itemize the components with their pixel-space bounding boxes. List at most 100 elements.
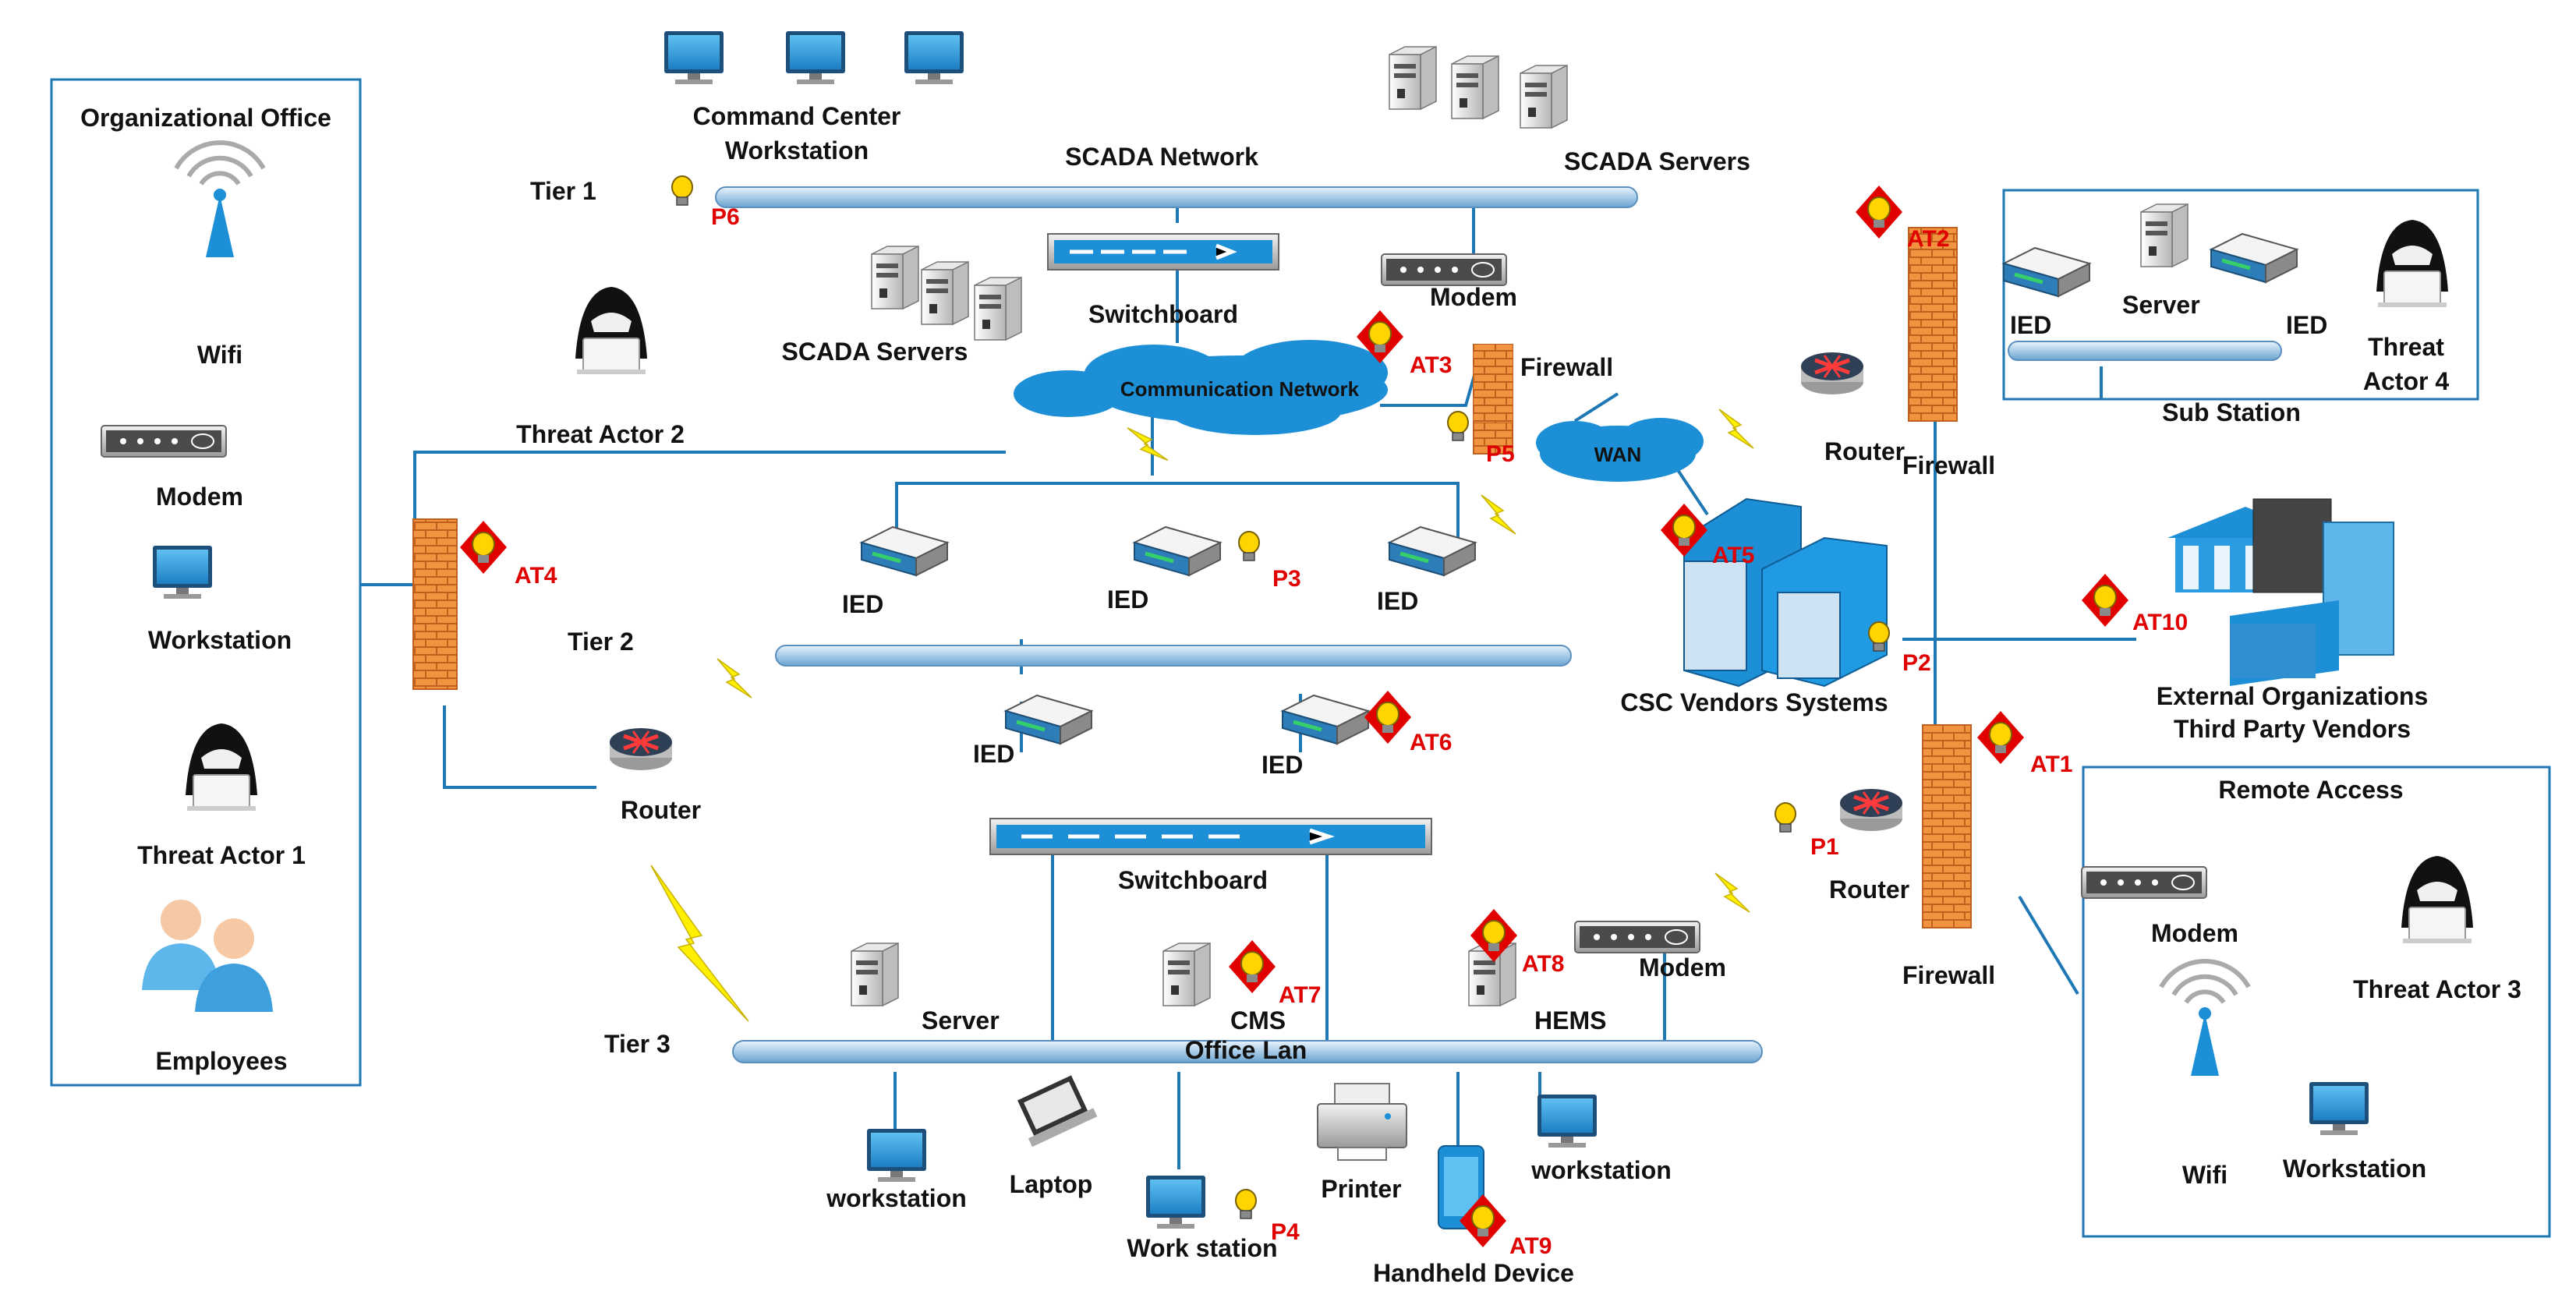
threat-actor-4-label-1: Threat (2368, 333, 2444, 361)
wireless-link-icon (1718, 408, 1754, 449)
server-icon (2140, 203, 2189, 267)
workstation-icon (867, 1129, 926, 1182)
command-center-monitor-icon (904, 31, 964, 84)
workstation-icon (1537, 1095, 1597, 1148)
workstation-icon (2309, 1082, 2369, 1135)
threat-actor-1-label: Threat Actor 1 (137, 841, 306, 869)
at6-tag: AT6 (1410, 730, 1452, 755)
p4-bulb-icon (1235, 1189, 1257, 1219)
p6-tag: P6 (711, 204, 740, 230)
scada-server-icon (1389, 46, 1437, 110)
router-icon (1840, 789, 1902, 831)
tier2-ied-c-label: IED (1377, 587, 1418, 615)
ied-icon (1006, 695, 1092, 744)
at2-alert-icon (1855, 185, 1903, 239)
scada-server-icon (871, 246, 919, 309)
at8-tag: AT8 (1522, 951, 1564, 977)
p1-tag: P1 (1810, 834, 1839, 860)
threat-actor-2-icon (575, 286, 648, 375)
p4-tag: P4 (1271, 1219, 1300, 1245)
tier-1-label: Tier 1 (530, 177, 596, 205)
firewall-icon (1922, 724, 1972, 928)
remote-workstation-label: Workstation (2283, 1155, 2426, 1183)
threat-actor-1-icon (185, 723, 258, 812)
substation-ied2-label: IED (2286, 311, 2327, 339)
tier3-cms-label: CMS (1230, 1006, 1286, 1035)
p1-bulb-icon (1775, 802, 1796, 833)
scada-servers-mid-label: SCADA Servers (782, 338, 968, 366)
office-lan-bus (732, 1040, 1763, 1063)
p3-bulb-icon (1238, 531, 1260, 561)
tier3-workstation-b-label: workstation (1530, 1156, 1672, 1184)
command-center-monitor-icon (664, 31, 724, 84)
at1-alert-icon (1976, 710, 2025, 765)
wan-label: WAN (1594, 443, 1642, 466)
tier1-firewall-right-label: Firewall (1902, 451, 1995, 479)
threat-actor-4-icon (2376, 219, 2449, 308)
ied-icon (1389, 527, 1475, 575)
org-modem-label: Modem (156, 483, 243, 511)
tier1-firewall-label: Firewall (1520, 353, 1613, 381)
substation-box (2002, 189, 2479, 401)
tier3-modem-label: Modem (1639, 953, 1726, 981)
scada-server-icon (921, 261, 969, 325)
p2-tag: P2 (1902, 650, 1931, 676)
org-workstation-label: Workstation (148, 626, 292, 654)
router-icon (610, 728, 672, 770)
at6-alert-icon (1364, 690, 1412, 744)
at9-tag: AT9 (1509, 1233, 1552, 1259)
external-orgs-label-2: Third Party Vendors (2174, 715, 2411, 743)
external-orgs-label-1: External Organizations (2157, 682, 2429, 710)
tier3-handheld-label: Handheld Device (1373, 1259, 1574, 1287)
at4-tag: AT4 (515, 563, 557, 589)
tier2-ied-b-label: IED (1107, 585, 1148, 614)
substation-server-label: Server (2122, 291, 2200, 319)
laptop-icon (1017, 1075, 1098, 1148)
communication-network-cloud: Communication Network (1014, 340, 1388, 435)
at7-tag: AT7 (1279, 982, 1321, 1008)
p5-tag: P5 (1486, 441, 1515, 467)
switchboard-top-label: Switchboard (1088, 300, 1238, 328)
tier-3-label: Tier 3 (604, 1030, 671, 1058)
p3-tag: P3 (1272, 566, 1301, 592)
p6-bulb-icon (671, 175, 693, 206)
printer-icon (1317, 1083, 1407, 1161)
substation-ied1-label: IED (2010, 311, 2051, 339)
firewall-icon (1474, 345, 1513, 423)
wireless-link-icon (1714, 872, 1750, 913)
tier3-server-label: Server (922, 1006, 1000, 1035)
switchboard-bottom-label: Switchboard (1118, 866, 1268, 894)
tier1-modem-label: Modem (1430, 283, 1517, 311)
tier2-ied-e-label: IED (1261, 751, 1303, 779)
scada-server-icon (1520, 65, 1568, 129)
org-wifi-label: Wifi (197, 341, 242, 369)
threat-actor-3-label: Threat Actor 3 (2353, 975, 2521, 1003)
ied-icon (862, 527, 947, 575)
modem-icon (101, 425, 227, 458)
threat-actor-2-label: Threat Actor 2 (516, 420, 685, 448)
organizational-office-box (50, 78, 362, 1087)
csc-vendor-servers-icon (1683, 497, 1888, 688)
p5-bulb-icon (1447, 411, 1469, 441)
wireless-link-icon (650, 865, 749, 1022)
tier3-hems-label: HEMS (1534, 1006, 1606, 1035)
wireless-link-icon (1481, 494, 1516, 535)
wifi-tower-icon (2161, 961, 2249, 1076)
tier3-laptop-label: Laptop (1010, 1170, 1093, 1198)
wifi-tower-icon (176, 143, 264, 257)
scada-network-label: SCADA Network (1065, 143, 1258, 171)
tier-2-label: Tier 2 (568, 628, 634, 656)
tier1-router-label: Router (1824, 437, 1905, 465)
modem-icon (2081, 866, 2207, 899)
switchboard-icon (1047, 233, 1279, 271)
scada-servers-top-label: SCADA Servers (1564, 147, 1750, 175)
workstation-icon (153, 546, 212, 599)
csc-vendors-label: CSC Vendors Systems (1620, 688, 1888, 716)
wireless-link-icon (1127, 421, 1169, 467)
tier2-ied-d-label: IED (973, 740, 1014, 768)
org-office-title: Organizational Office (80, 104, 331, 132)
at2-tag: AT2 (1907, 226, 1949, 252)
office-lan-label: Office Lan (1185, 1036, 1307, 1064)
scada-server-icon (1451, 55, 1499, 119)
at3-tag: AT3 (1410, 352, 1452, 378)
